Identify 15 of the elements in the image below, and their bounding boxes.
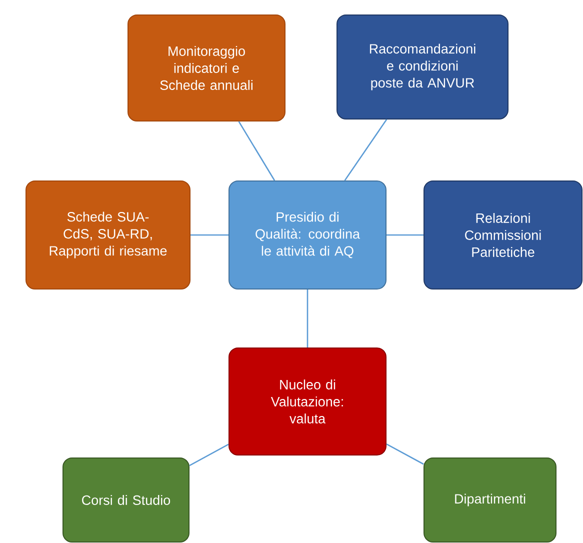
process-box: Corsi di Studio bbox=[62, 458, 190, 542]
process-box: Raccomandazioni e condizioni poste da ANVUR bbox=[336, 14, 508, 120]
connector-line bbox=[238, 121, 276, 181]
connector-line bbox=[344, 119, 388, 181]
process-box: Dipartimenti bbox=[424, 458, 556, 542]
connector-line bbox=[386, 234, 424, 236]
process-box: Presidio di Qualità: coordina le attività di AQ bbox=[228, 180, 386, 290]
process-box: Nucleo di Valutazione: valuta bbox=[228, 348, 386, 456]
process-box: Schede SUA-CdS, SUA-RD, Rapporti di riesame bbox=[26, 180, 190, 290]
process-box: Monitoraggio indicatori e Schede annuali bbox=[128, 14, 286, 122]
connector-line bbox=[306, 290, 308, 348]
connector-line bbox=[189, 444, 229, 466]
process-box: Relazioni Commissioni Paritetiche bbox=[424, 180, 582, 290]
connector-line bbox=[190, 234, 228, 236]
connector-line bbox=[386, 444, 424, 465]
